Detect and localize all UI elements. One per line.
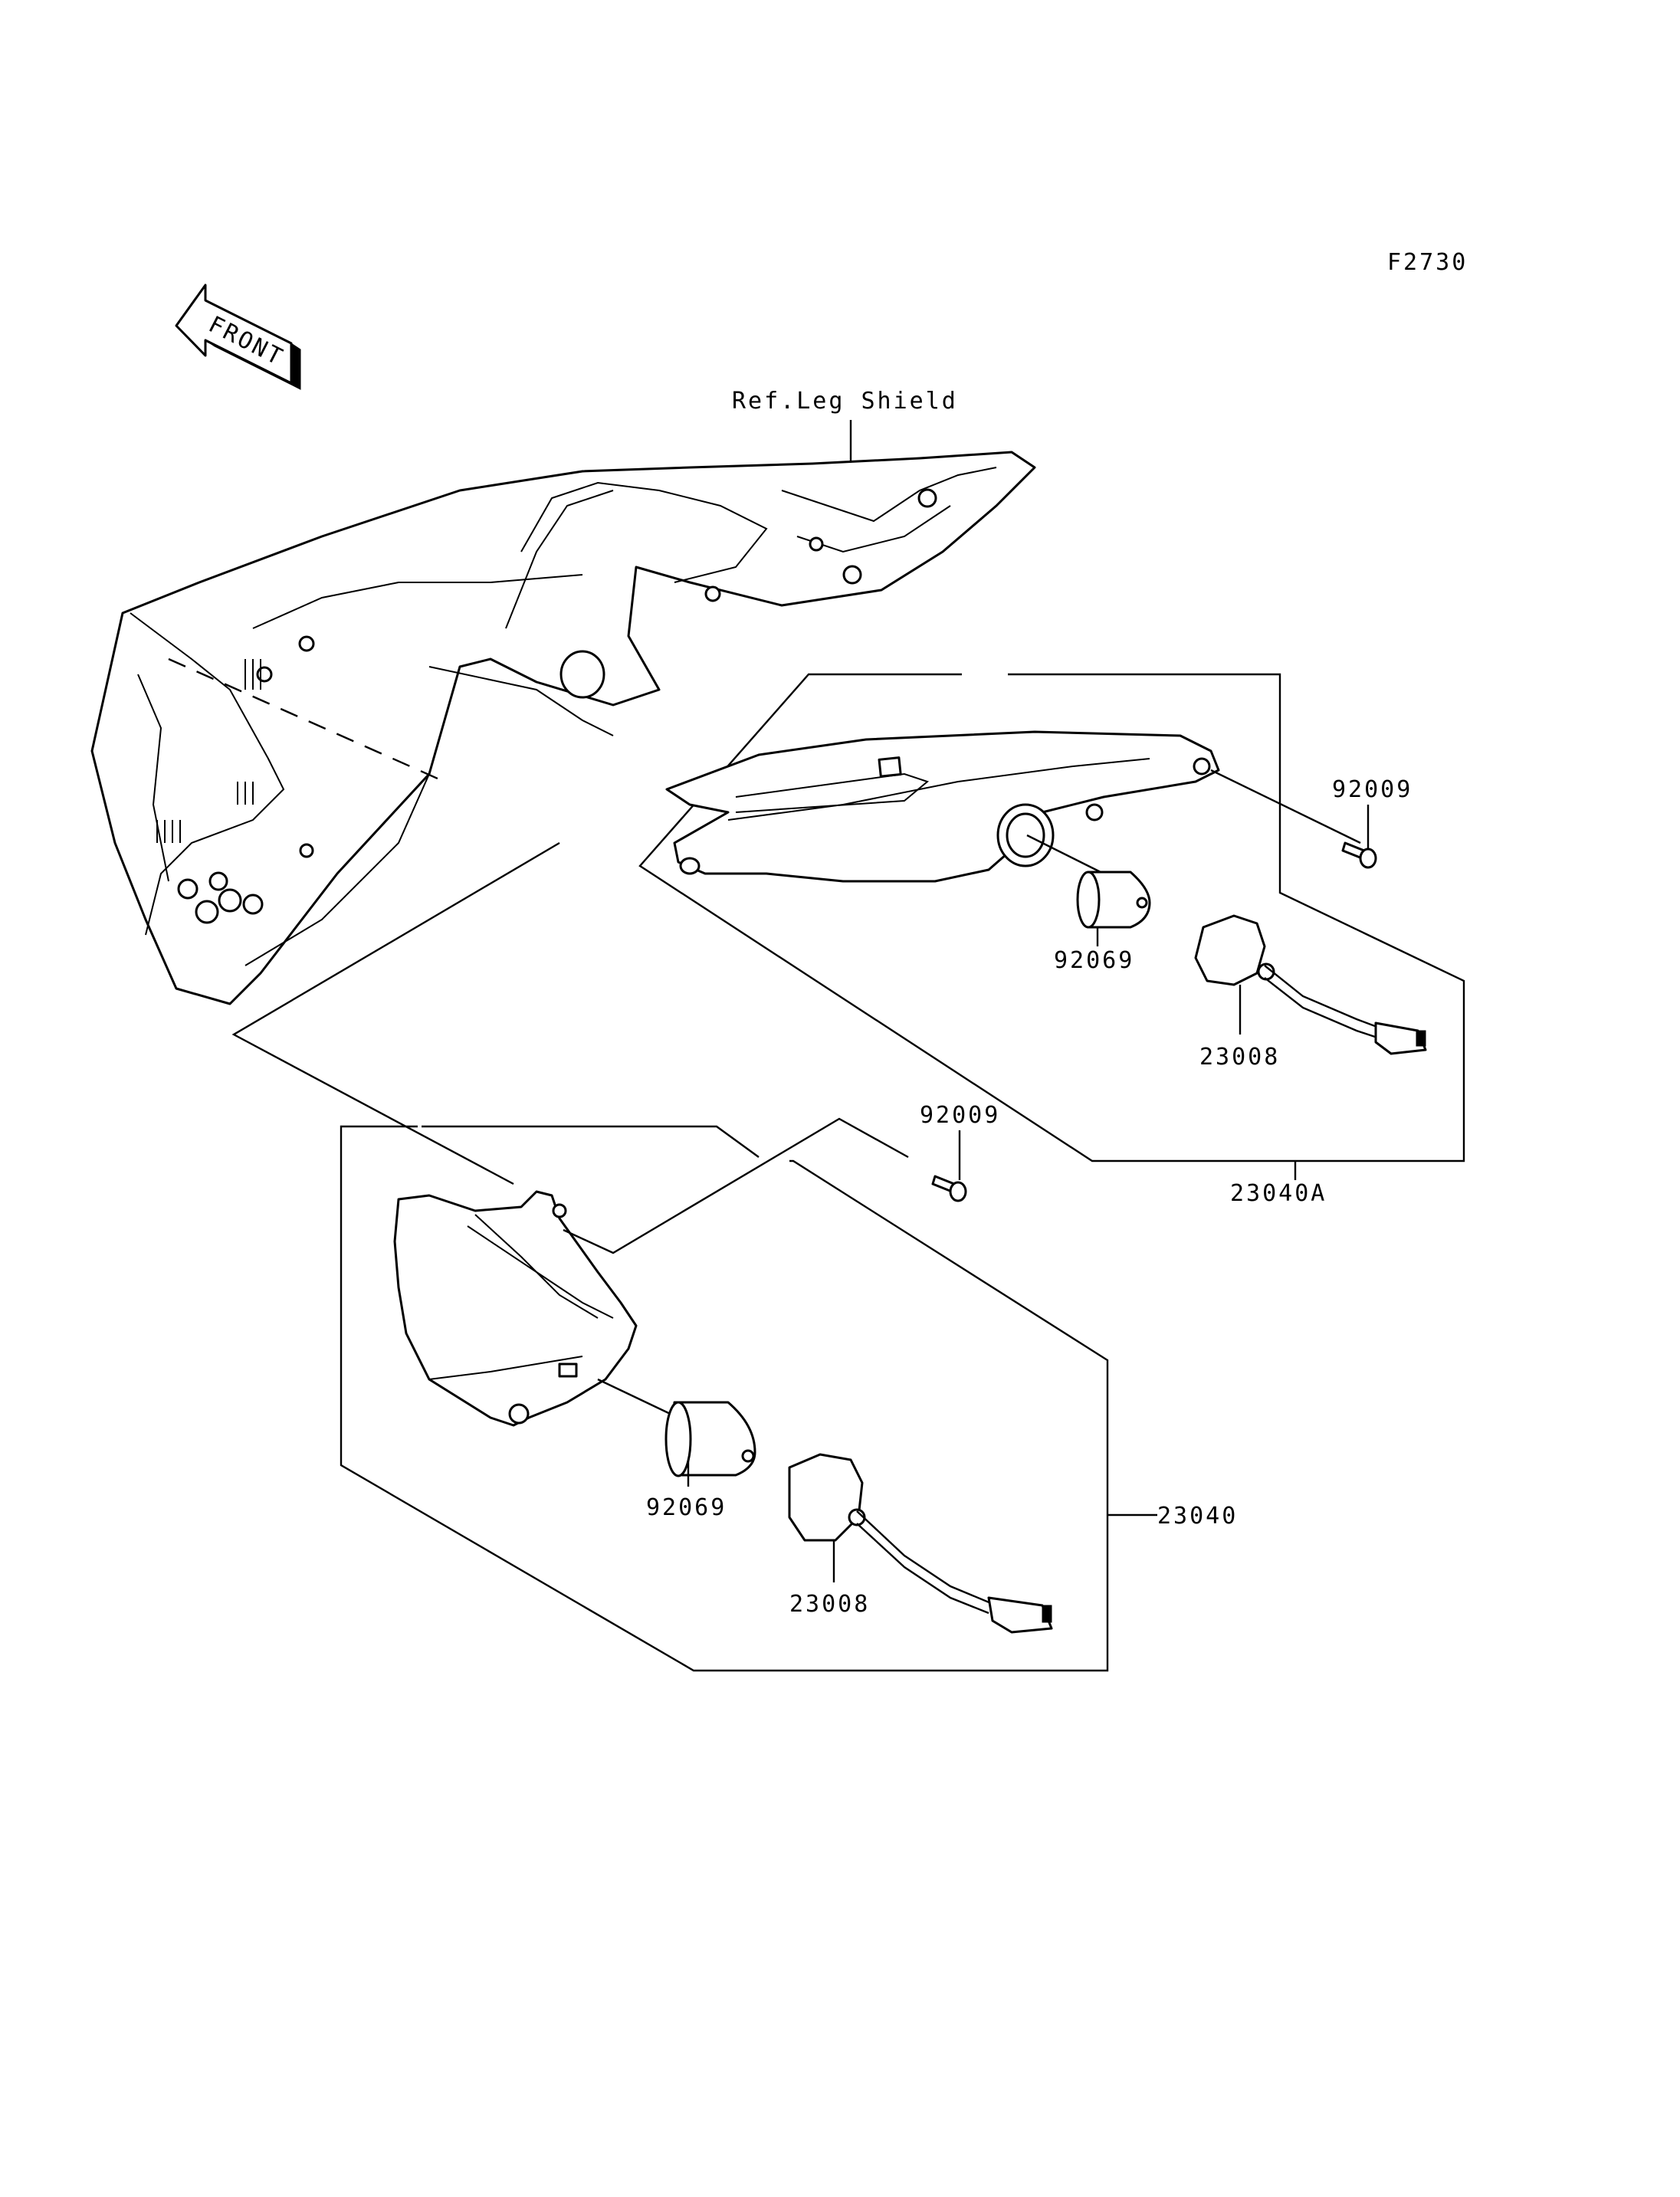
alignment-dashed-line (168, 657, 445, 783)
lower-bulb-axis-line (597, 1378, 679, 1419)
front-arrow-icon: FRONT (175, 284, 301, 390)
lower-assembly-label: 23040 (1157, 1503, 1238, 1530)
upper-socket-icon (1194, 914, 1427, 1055)
lower-turn-signal-lens (393, 1190, 638, 1427)
upper-screw-axis-line (1210, 769, 1361, 844)
lower-assembly-frame (340, 1125, 1109, 1672)
upper-bulb-axis-line (1026, 834, 1104, 875)
upper-turn-signal-lens (665, 730, 1220, 883)
upper-bulb-icon (1076, 871, 1151, 929)
lower-screw-icon (931, 1175, 967, 1202)
upper-socket-label: 23008 (1199, 1044, 1280, 1071)
figure-code: F2730 (1387, 249, 1468, 276)
lower-screw-axis-line (563, 1117, 909, 1254)
lower-assembly-frame-top (422, 1125, 760, 1158)
lower-mount-line (231, 841, 560, 1185)
upper-assembly-label: 23040A (1230, 1180, 1327, 1207)
lower-screw-label: 92009 (920, 1102, 1000, 1129)
upper-screw-label: 92009 (1332, 776, 1413, 803)
lower-socket-label: 23008 (789, 1591, 870, 1618)
ref-leg-shield-label: Ref.Leg Shield (732, 388, 958, 415)
upper-screw-icon (1341, 841, 1377, 869)
lower-bulb-label: 92069 (646, 1494, 727, 1521)
leg-shield-drawing (90, 451, 1036, 1005)
lower-socket-icon (788, 1453, 1053, 1634)
upper-assembly-frame (638, 673, 1465, 1162)
lower-bulb-icon (664, 1401, 756, 1477)
upper-bulb-label: 92069 (1054, 947, 1134, 974)
